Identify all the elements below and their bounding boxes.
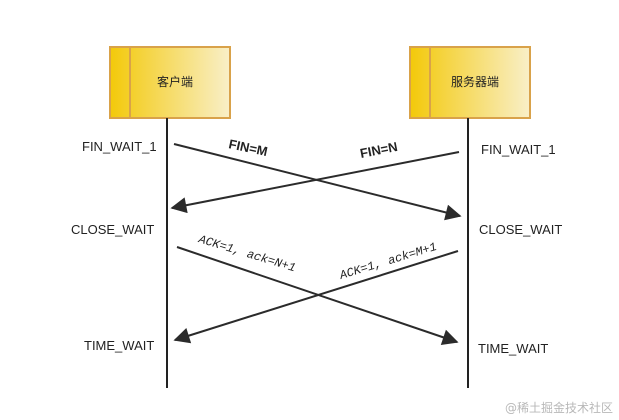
client-state-close-wait: CLOSE_WAIT [71,222,154,237]
watermark: @稀土掘金技术社区 [505,400,613,415]
client-box: 客户端 [109,46,231,119]
server-state-fin-wait-1: FIN_WAIT_1 [481,142,556,157]
client-state-time-wait: TIME_WAIT [84,338,154,353]
server-state-close-wait: CLOSE_WAIT [479,222,562,237]
fin-server-arrow [170,151,460,214]
fin-server-label: FIN=N [359,139,399,161]
client-state-fin-wait-1: FIN_WAIT_1 [82,139,157,154]
ack-client-label: ACK=1, ack=N+1 [196,232,297,275]
server-box: 服务器端 [409,46,531,119]
server-label: 服务器端 [451,74,499,89]
fin-client-label: FIN=M [227,136,269,159]
ack-server-arrow [173,250,459,344]
client-label: 客户端 [157,74,193,89]
server-state-time-wait: TIME_WAIT [478,341,548,356]
